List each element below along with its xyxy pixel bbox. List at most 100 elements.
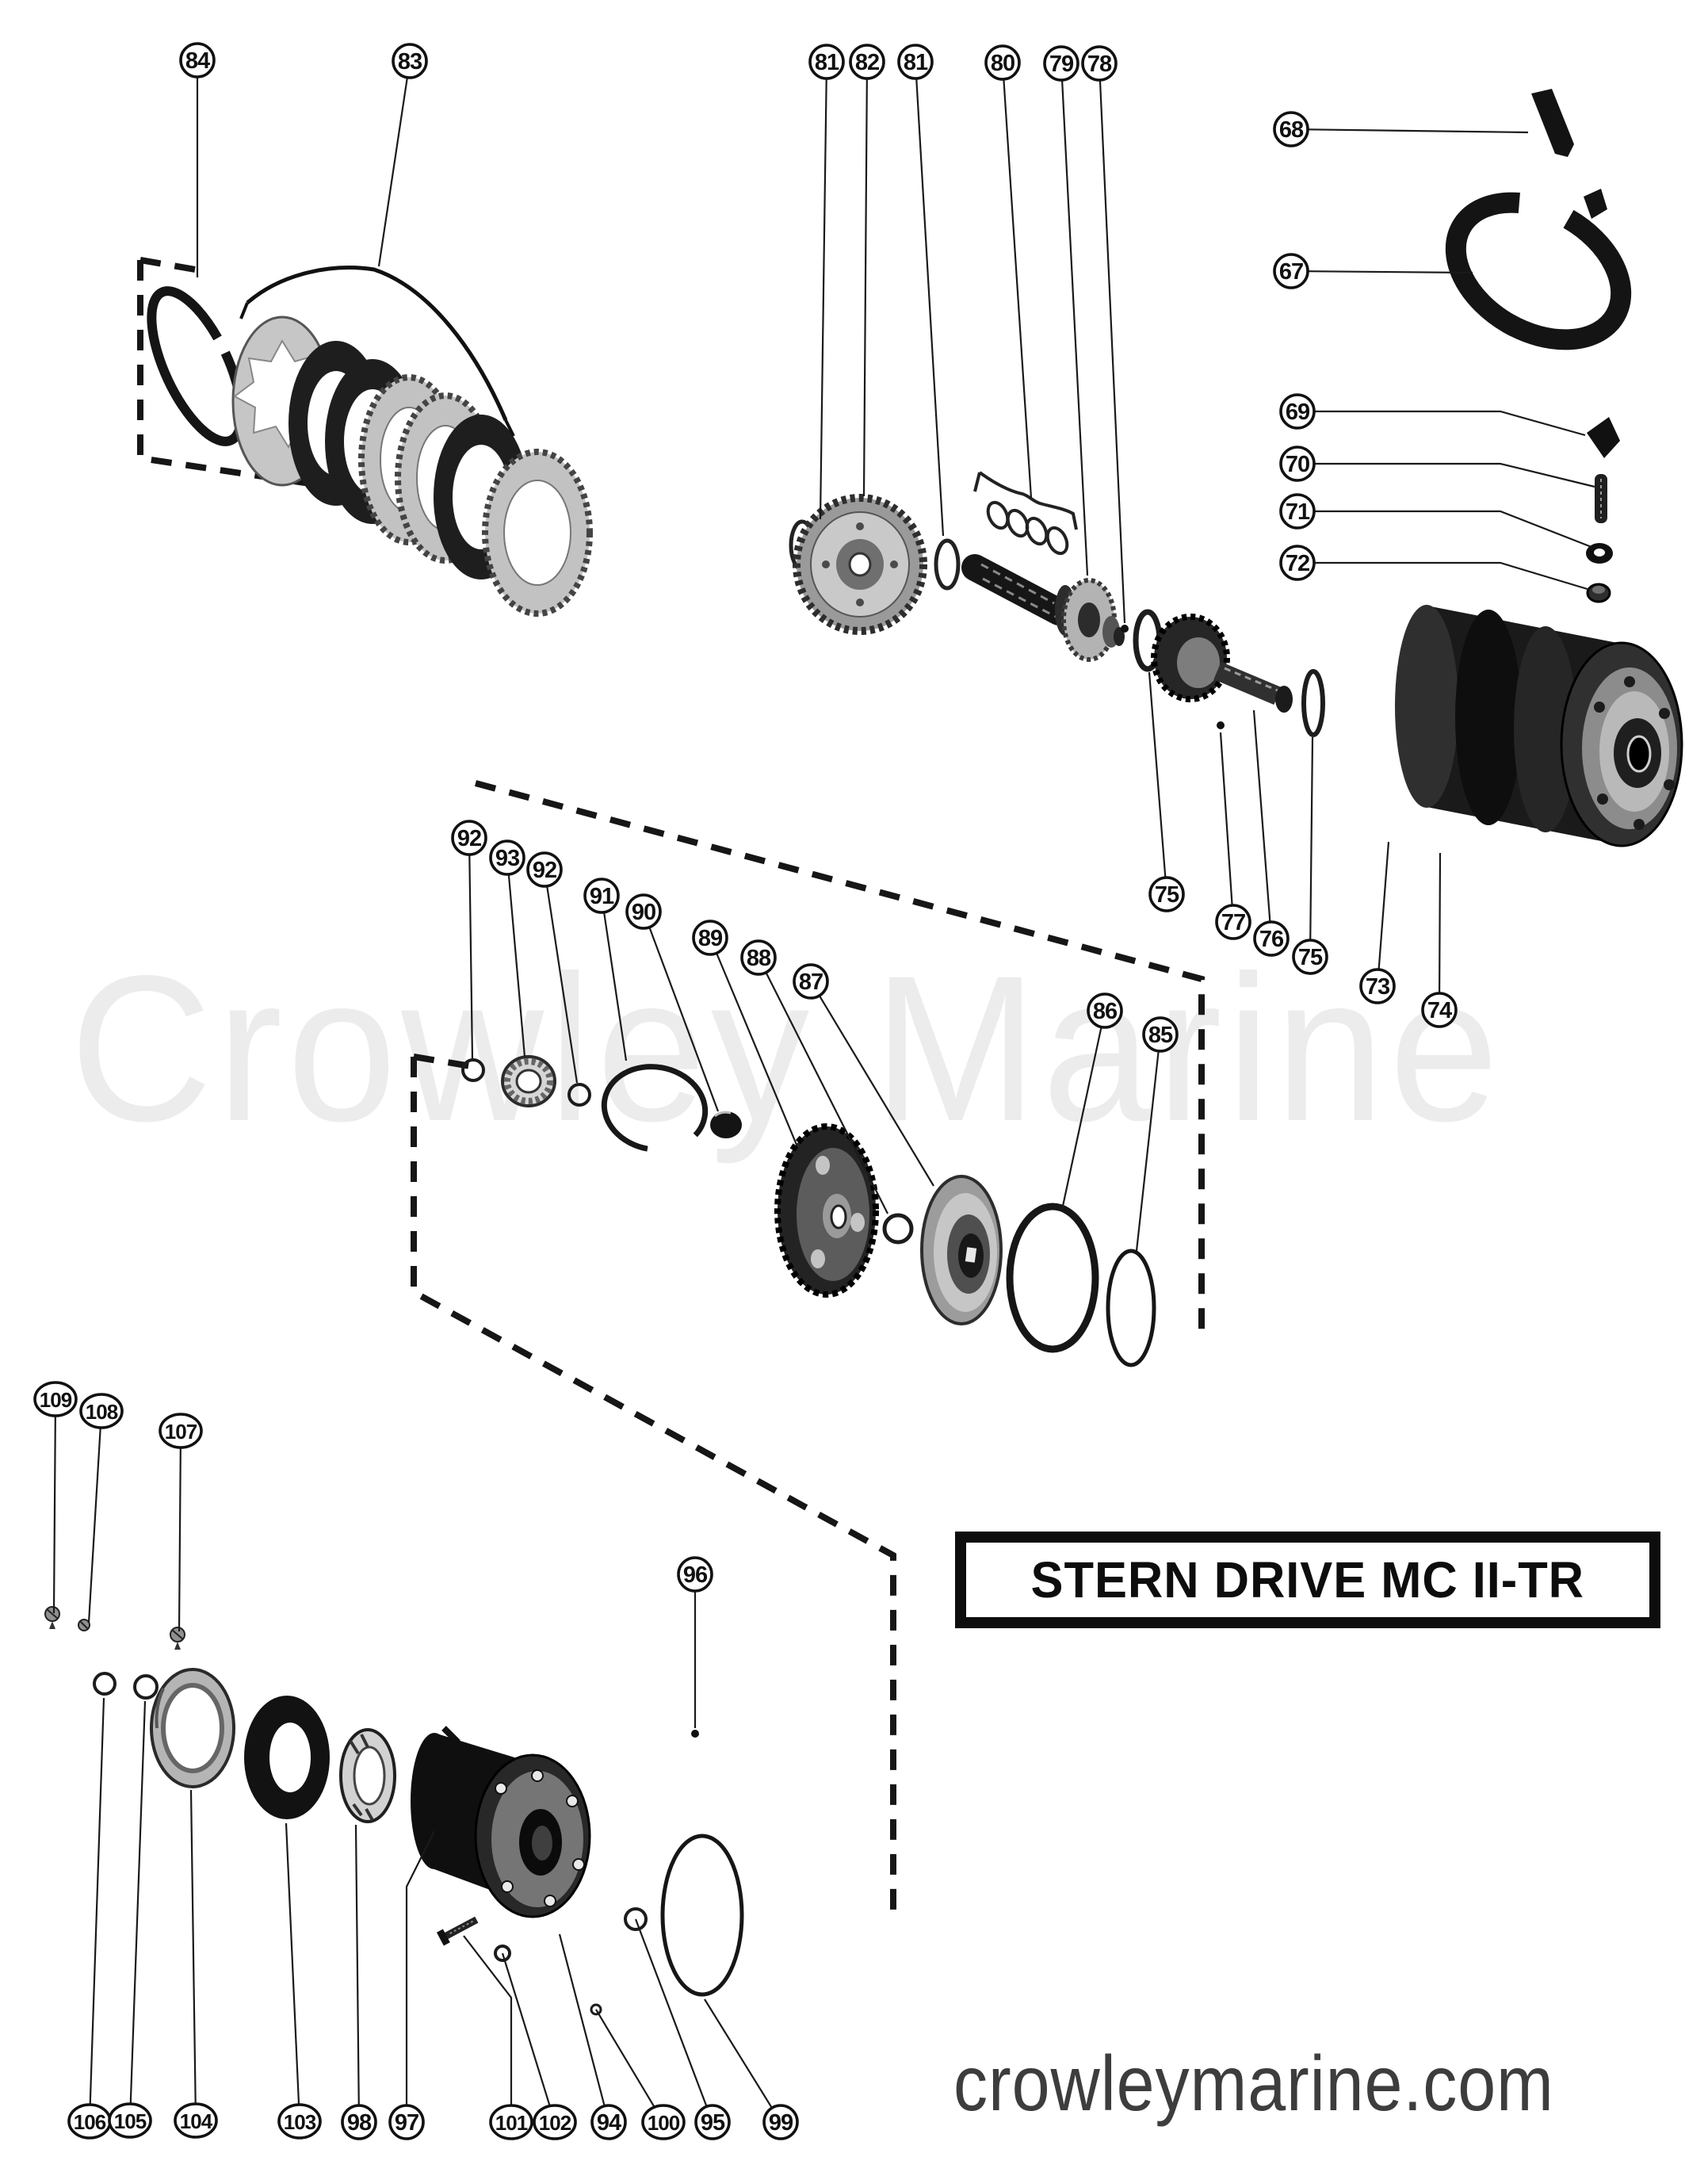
callout-76: 76 <box>1253 920 1290 957</box>
callout-81: 81 <box>897 44 934 80</box>
callout-92: 92 <box>451 820 487 856</box>
leader-line-99 <box>704 1998 781 2123</box>
svg-text:100: 100 <box>648 2111 680 2135</box>
svg-text:94: 94 <box>597 2110 621 2136</box>
part-82-driven-gear <box>793 494 927 635</box>
callout-78: 78 <box>1081 45 1118 82</box>
part-83-clutch-plate-stack <box>231 266 593 617</box>
leader-line-80 <box>1001 62 1033 499</box>
leader-line-78 <box>1098 63 1126 624</box>
callout-89: 89 <box>692 920 728 956</box>
callout-70: 70 <box>1279 446 1316 482</box>
svg-text:67: 67 <box>1279 259 1303 285</box>
svg-text:103: 103 <box>284 2110 316 2134</box>
part-106-oring <box>93 1672 117 1696</box>
diagram-title-box: STERN DRIVE MC II-TR <box>955 1532 1660 1628</box>
leader-line-79 <box>1060 63 1089 576</box>
part-105-oring <box>133 1674 159 1700</box>
svg-text:81: 81 <box>904 50 928 75</box>
callout-103: 103 <box>277 2103 322 2140</box>
svg-text:69: 69 <box>1286 400 1310 425</box>
leader-line-75 <box>1148 671 1168 895</box>
svg-text:81: 81 <box>815 50 839 75</box>
callout-86: 86 <box>1087 992 1123 1029</box>
part-81-oring-right <box>934 538 961 591</box>
callout-83: 83 <box>392 43 428 79</box>
callout-91: 91 <box>583 878 620 914</box>
svg-text:71: 71 <box>1286 499 1310 525</box>
leader-lines-layer <box>52 60 1595 2123</box>
leader-line-85 <box>1135 1034 1162 1252</box>
part-68-anode-strap <box>1531 89 1574 157</box>
callout-74: 74 <box>1421 992 1458 1028</box>
svg-text:93: 93 <box>495 846 520 871</box>
svg-text:105: 105 <box>114 2109 147 2133</box>
part-86-oring-large <box>1006 1203 1099 1353</box>
callout-77: 77 <box>1215 904 1251 940</box>
part-77-pin <box>1217 721 1225 729</box>
leader-line-109 <box>52 1398 57 1614</box>
callout-67: 67 <box>1273 253 1309 289</box>
callout-100: 100 <box>641 2104 686 2140</box>
leader-line-76 <box>1252 709 1273 939</box>
svg-text:79: 79 <box>1049 52 1074 77</box>
part-109-screw <box>44 1606 60 1629</box>
leader-line-77 <box>1219 732 1235 923</box>
svg-text:104: 104 <box>180 2109 213 2133</box>
svg-text:73: 73 <box>1366 974 1390 1000</box>
part-67-clamp-band <box>1445 189 1632 350</box>
svg-text:108: 108 <box>86 1400 118 1424</box>
callout-109: 109 <box>33 1381 78 1417</box>
svg-text:92: 92 <box>533 858 556 883</box>
callout-72: 72 <box>1279 545 1316 581</box>
callout-87: 87 <box>793 963 829 1000</box>
callout-69: 69 <box>1279 393 1316 430</box>
part-102-washer <box>494 1945 511 1962</box>
callout-104: 104 <box>174 2102 218 2139</box>
leader-line-81 <box>819 61 828 520</box>
part-95-oring <box>624 1907 648 1931</box>
svg-text:92: 92 <box>457 826 481 851</box>
leader-line-102 <box>501 1952 556 2123</box>
svg-text:74: 74 <box>1427 998 1452 1023</box>
svg-text:87: 87 <box>799 969 823 995</box>
part-85-seal-ring <box>1106 1249 1156 1367</box>
leader-line-83 <box>377 60 411 267</box>
part-104-oil-seal <box>150 1668 235 1788</box>
leader-line-93 <box>506 857 526 1057</box>
leader-line-67 <box>1290 270 1473 274</box>
callout-102: 102 <box>533 2104 577 2140</box>
leader-line-97 <box>405 1830 435 2122</box>
callout-71: 71 <box>1279 493 1316 530</box>
leader-line-74 <box>1438 852 1442 1011</box>
part-108-screw <box>78 1619 90 1631</box>
leader-line-75 <box>1309 736 1314 958</box>
callout-108: 108 <box>79 1393 124 1429</box>
callout-68: 68 <box>1273 111 1309 147</box>
part-75-thrust-washer-right <box>1301 669 1325 737</box>
svg-text:72: 72 <box>1286 551 1309 576</box>
leader-line-88 <box>758 957 888 1214</box>
leader-line-106 <box>88 1697 105 2122</box>
leader-line-72 <box>1297 561 1591 591</box>
svg-text:107: 107 <box>165 1420 197 1444</box>
leader-line-70 <box>1297 462 1595 488</box>
leader-line-86 <box>1060 1010 1106 1210</box>
callout-73: 73 <box>1359 968 1396 1004</box>
part-96-dowel <box>691 1730 699 1738</box>
svg-text:102: 102 <box>539 2111 571 2135</box>
leader-line-73 <box>1376 841 1390 987</box>
svg-text:76: 76 <box>1259 927 1284 952</box>
callout-105: 105 <box>108 2102 152 2139</box>
callout-85: 85 <box>1142 1016 1179 1053</box>
part-107-screw <box>170 1627 185 1650</box>
svg-text:97: 97 <box>395 2110 418 2136</box>
svg-text:90: 90 <box>632 900 655 925</box>
callout-101: 101 <box>489 2104 533 2140</box>
leader-line-95 <box>634 1918 714 2123</box>
site-name-text: crowleymarine.com <box>953 2040 1554 2127</box>
callout-95: 95 <box>694 2104 731 2140</box>
part-78-ball <box>1121 625 1129 633</box>
